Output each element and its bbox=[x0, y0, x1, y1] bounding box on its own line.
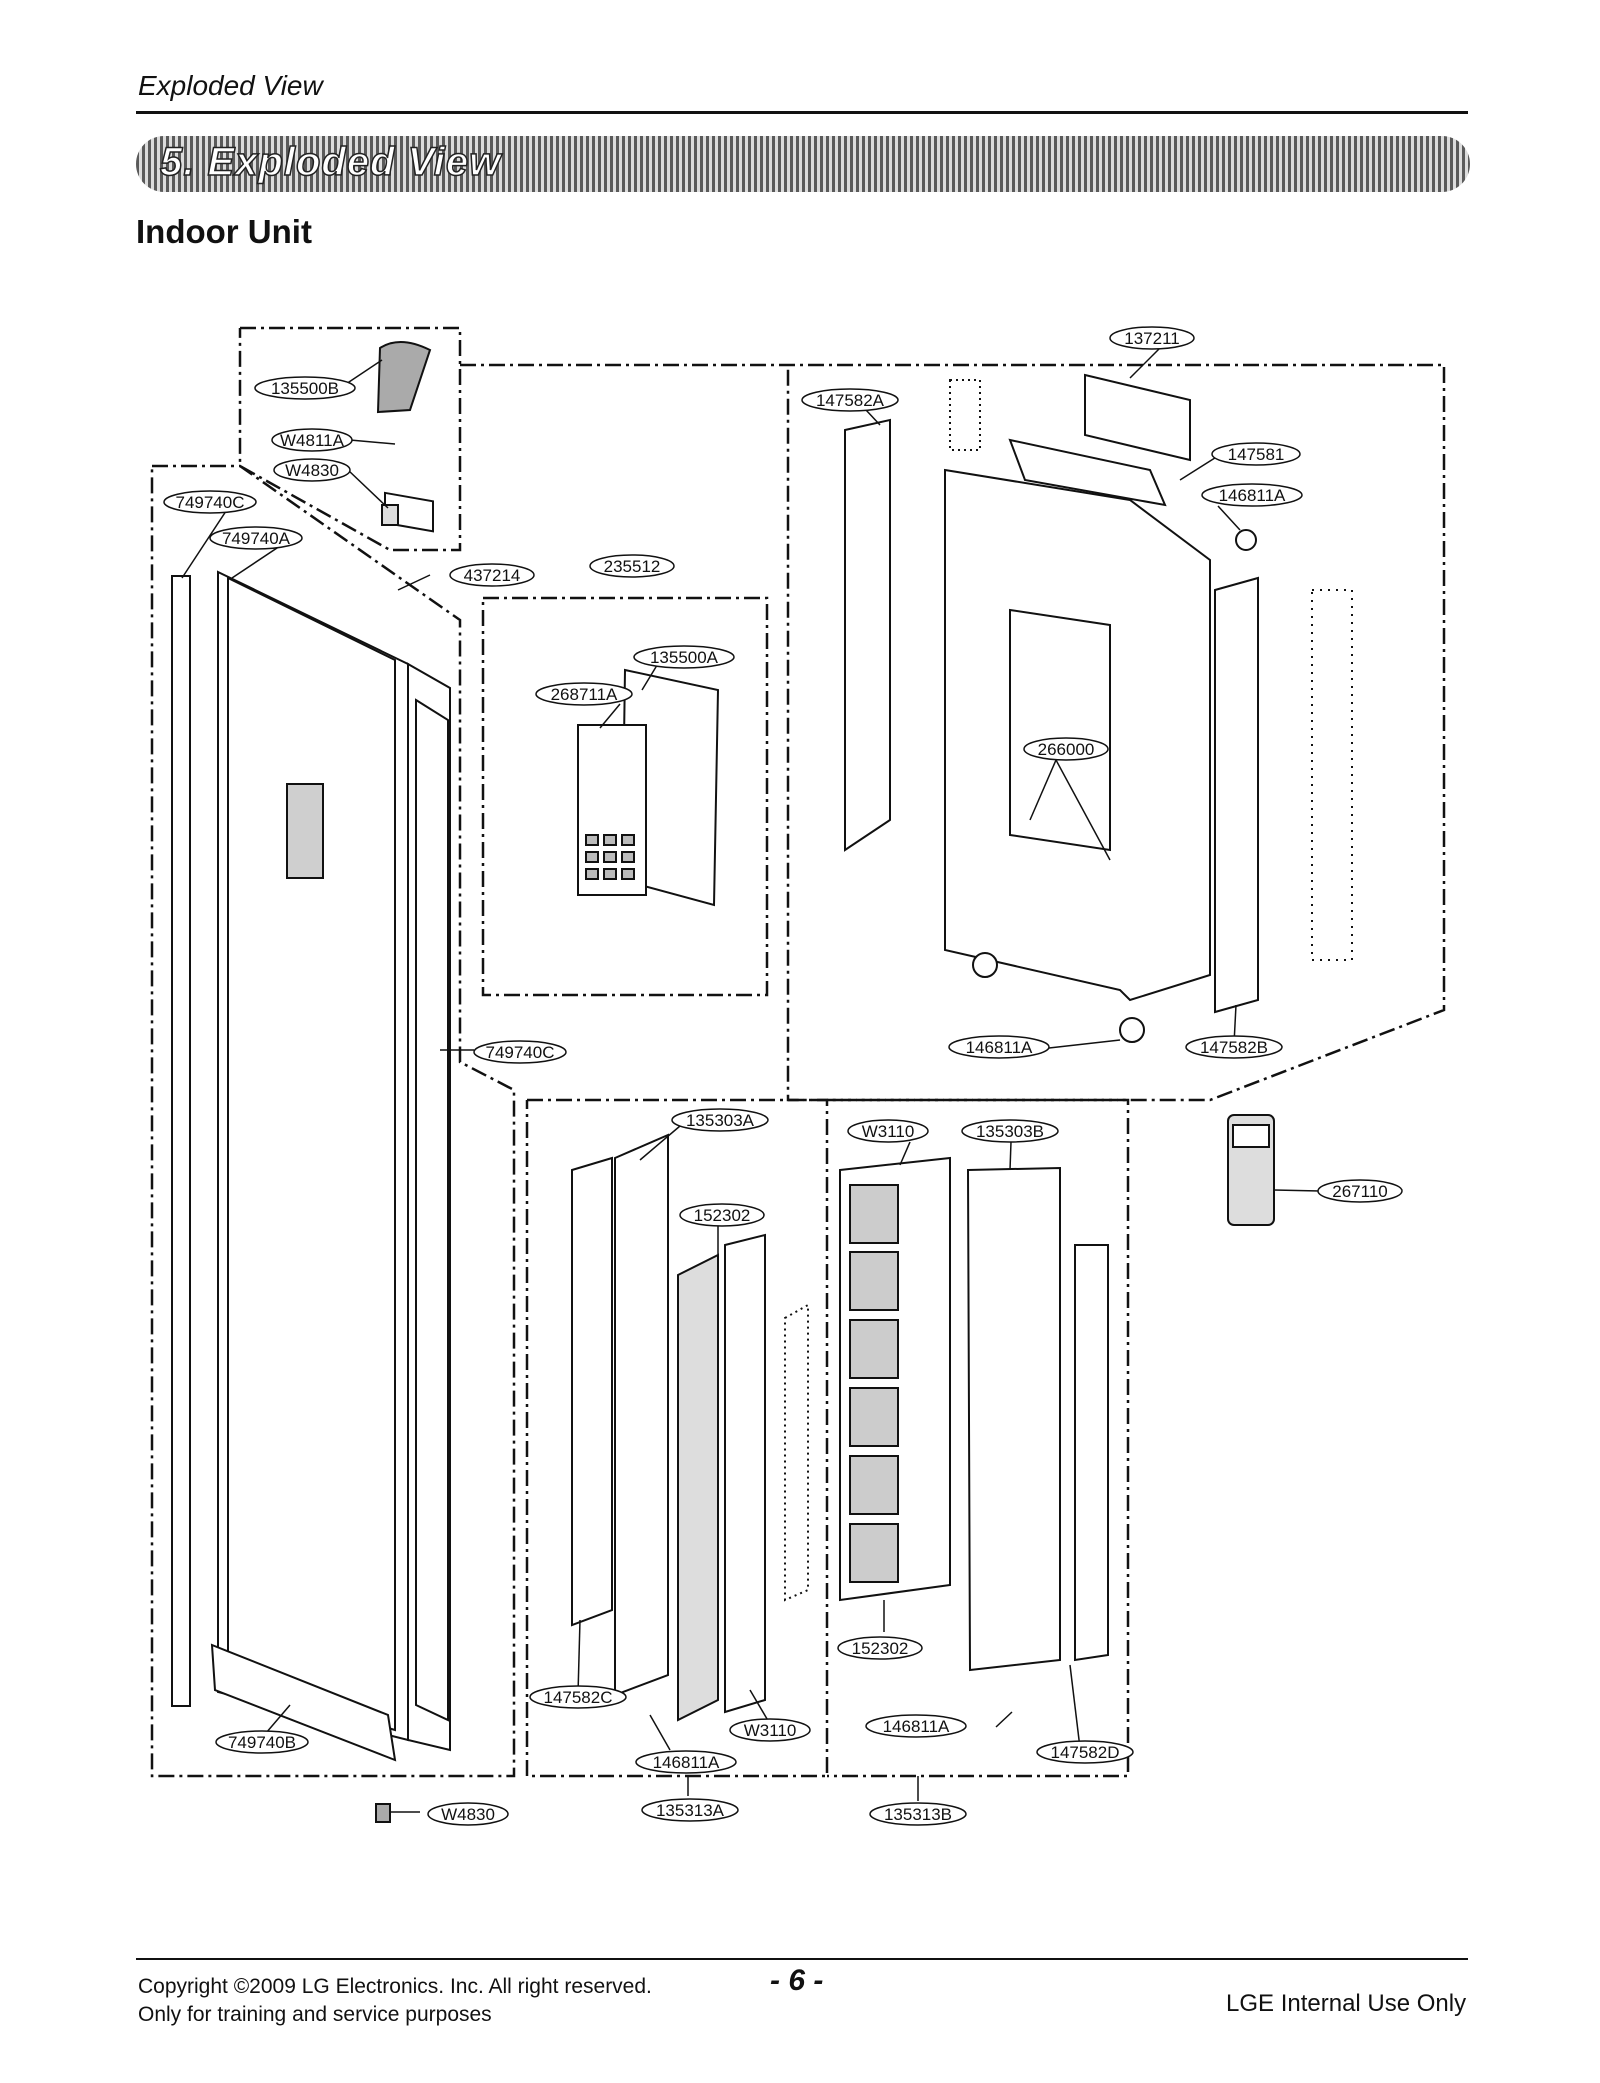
svg-text:147581: 147581 bbox=[1228, 445, 1285, 464]
side-louver-right bbox=[1214, 576, 1259, 1014]
callout-W4830-top: W4830 bbox=[273, 458, 351, 482]
callout-135500A: 135500A bbox=[633, 645, 735, 669]
controller-group-boundary bbox=[481, 596, 769, 997]
callout-146811A-mid: 146811A bbox=[948, 1035, 1050, 1059]
svg-text:147582C: 147582C bbox=[543, 1688, 612, 1707]
svg-text:W3110: W3110 bbox=[744, 1721, 797, 1740]
chassis bbox=[944, 468, 1211, 1002]
callout-267110: 267110 bbox=[1317, 1179, 1403, 1203]
panel-label bbox=[286, 783, 324, 879]
air-guide-right bbox=[966, 1166, 1061, 1672]
callout-147582B: 147582B bbox=[1185, 1035, 1283, 1059]
callout-749740B: 749740B bbox=[215, 1730, 309, 1754]
right-filter-group-boundary bbox=[827, 1098, 1130, 1778]
callout-147582D: 147582D bbox=[1036, 1740, 1134, 1764]
air-guide-left bbox=[614, 1133, 669, 1697]
callout-749740C-top: 749740C bbox=[163, 490, 257, 514]
callout-W3110-bottom: W3110 bbox=[729, 1718, 811, 1742]
heat-exchanger bbox=[1311, 589, 1353, 961]
svg-text:135303B: 135303B bbox=[976, 1122, 1044, 1141]
callout-749740C-mid: 749740C bbox=[473, 1040, 567, 1064]
svg-text:749740A: 749740A bbox=[222, 529, 291, 548]
keypad bbox=[577, 724, 647, 896]
svg-text:147582D: 147582D bbox=[1050, 1743, 1119, 1762]
bottom-trim bbox=[210, 1643, 397, 1762]
hinge-cap bbox=[376, 341, 432, 414]
filter-left bbox=[677, 1253, 719, 1722]
footer-notice: LGE Internal Use Only bbox=[1226, 1990, 1467, 2017]
footer-purpose: Only for training and service purposes bbox=[138, 2003, 492, 2026]
footer-copyright-block: Copyright ©2009 LG Electronics. Inc. All… bbox=[138, 1973, 652, 2029]
callout-135313A: 135313A bbox=[641, 1798, 739, 1822]
page-header-title: Exploded View bbox=[138, 70, 323, 101]
side-panel-right bbox=[1074, 1244, 1109, 1662]
front-panel bbox=[227, 576, 396, 1732]
callout-W4811A: W4811A bbox=[271, 428, 353, 452]
callout-749740A: 749740A bbox=[209, 526, 303, 550]
svg-text:749740C: 749740C bbox=[175, 493, 244, 512]
side-trim-left bbox=[171, 575, 191, 1707]
page-number: - 6 - bbox=[770, 1964, 824, 1997]
svg-text:146811A: 146811A bbox=[1219, 486, 1286, 505]
callout-146811A-right: 146811A bbox=[865, 1714, 967, 1738]
callout-147582C: 147582C bbox=[529, 1685, 627, 1709]
top-guard bbox=[1084, 373, 1191, 462]
callout-135313B: 135313B bbox=[869, 1802, 967, 1826]
callout-135500B: 135500B bbox=[254, 376, 356, 400]
callout-437214: 437214 bbox=[449, 563, 535, 587]
svg-text:135303A: 135303A bbox=[686, 1111, 755, 1130]
callout-137211: 137211 bbox=[1109, 326, 1195, 350]
svg-text:W4811A: W4811A bbox=[280, 431, 345, 450]
svg-text:147582A: 147582A bbox=[816, 391, 885, 410]
svg-text:266000: 266000 bbox=[1038, 740, 1095, 759]
side-louver-left bbox=[844, 418, 891, 852]
callout-146811A-left: 146811A bbox=[635, 1750, 737, 1774]
callout-268711A: 268711A bbox=[535, 682, 633, 706]
svg-text:W3110: W3110 bbox=[862, 1122, 915, 1141]
inlet-grille-left bbox=[571, 1156, 613, 1627]
section-banner: 5. Exploded View bbox=[136, 136, 1470, 192]
callout-147582A: 147582A bbox=[801, 388, 899, 412]
top-cover bbox=[1008, 438, 1167, 507]
svg-text:147582B: 147582B bbox=[1200, 1038, 1268, 1057]
svg-text:437214: 437214 bbox=[464, 566, 521, 585]
svg-text:137211: 137211 bbox=[1124, 329, 1179, 348]
body-group-boundary bbox=[460, 363, 1446, 1102]
svg-text:146811A: 146811A bbox=[966, 1038, 1033, 1057]
footer-copyright: Copyright ©2009 LG Electronics. Inc. All… bbox=[138, 1975, 652, 1998]
svg-text:146811A: 146811A bbox=[653, 1753, 720, 1772]
callout-146811A-top: 146811A bbox=[1201, 483, 1303, 507]
svg-text:749740B: 749740B bbox=[228, 1733, 296, 1752]
callout-135303A: 135303A bbox=[671, 1108, 769, 1132]
hinge-group-boundary bbox=[238, 326, 462, 552]
svg-text:135313B: 135313B bbox=[884, 1805, 952, 1824]
callout-147581: 147581 bbox=[1211, 442, 1301, 466]
callout-152302-right: 152302 bbox=[837, 1636, 923, 1660]
svg-text:W4830: W4830 bbox=[441, 1805, 495, 1824]
callout-135303B: 135303B bbox=[961, 1119, 1059, 1143]
header-rule bbox=[136, 111, 1468, 114]
svg-text:267110: 267110 bbox=[1332, 1182, 1387, 1201]
callout-152302-left: 152302 bbox=[679, 1203, 765, 1227]
svg-text:135500B: 135500B bbox=[271, 379, 339, 398]
svg-text:135500A: 135500A bbox=[650, 648, 719, 667]
svg-text:152302: 152302 bbox=[694, 1206, 751, 1225]
callout-W4830-bottom: W4830 bbox=[427, 1802, 509, 1826]
left-filter-group-boundary bbox=[525, 1098, 829, 1778]
svg-text:749740C: 749740C bbox=[485, 1043, 554, 1062]
section-title: Indoor Unit bbox=[136, 213, 312, 250]
svg-text:235512: 235512 bbox=[604, 557, 661, 576]
footer-rule bbox=[136, 1958, 1468, 1960]
section-banner-text: 5. Exploded View bbox=[159, 139, 502, 185]
callout-235512: 235512 bbox=[589, 554, 675, 578]
svg-text:268711A: 268711A bbox=[551, 685, 618, 704]
callout-266000: 266000 bbox=[1023, 737, 1109, 761]
svg-text:135313A: 135313A bbox=[656, 1801, 725, 1820]
svg-text:W4830: W4830 bbox=[285, 461, 339, 480]
bottom-screw bbox=[375, 1803, 391, 1823]
svg-text:146811A: 146811A bbox=[883, 1717, 950, 1736]
callout-W3110-top: W3110 bbox=[847, 1119, 929, 1143]
svg-text:152302: 152302 bbox=[852, 1639, 909, 1658]
